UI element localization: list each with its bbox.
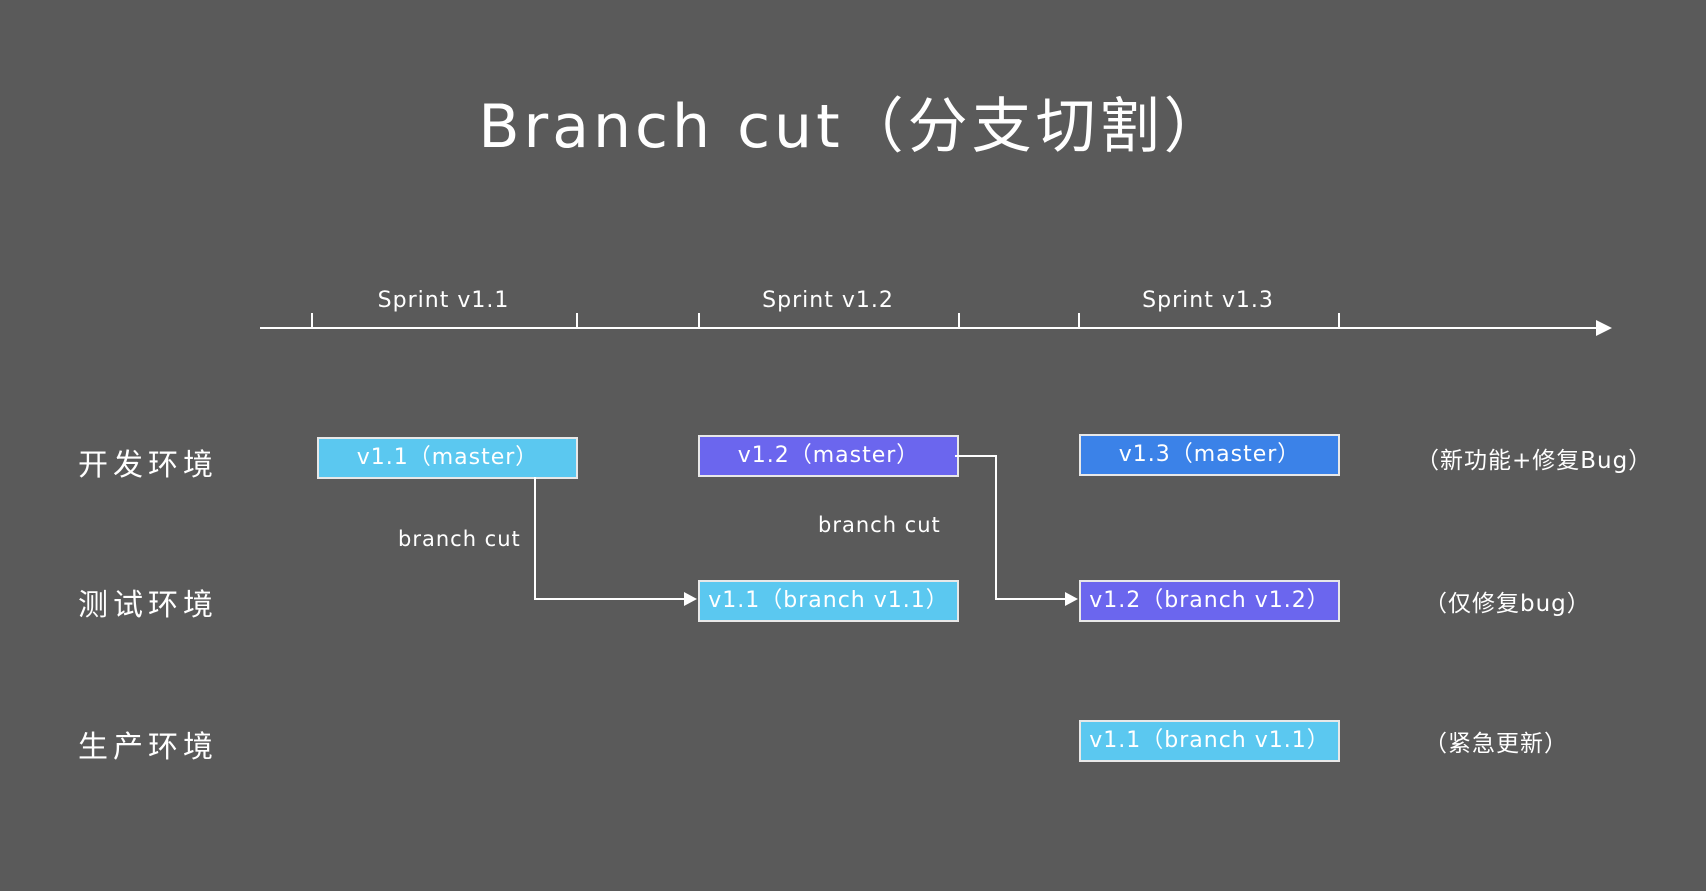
- annotation-test: （仅修复bug）: [1424, 591, 1591, 617]
- timeline-tick-4: [1078, 313, 1080, 328]
- sprint-label-v13: Sprint v1.3: [1142, 288, 1274, 313]
- box-test-v11[interactable]: v1.1（branch v1.1）: [698, 580, 959, 622]
- box-test-v12[interactable]: v1.2（branch v1.2）: [1079, 580, 1340, 622]
- connector-2-label: branch cut: [818, 513, 941, 537]
- box-prod-v11[interactable]: v1.1（branch v1.1）: [1079, 720, 1340, 762]
- timeline-tick-3: [958, 313, 960, 328]
- sprint-label-v11: Sprint v1.1: [377, 288, 510, 313]
- connector-2-vertical: [995, 455, 997, 598]
- timeline-arrow-head: [1596, 320, 1612, 336]
- timeline-axis: [260, 327, 1600, 329]
- connector-1-vertical: [534, 477, 536, 598]
- connector-1-horizontal: [534, 598, 684, 600]
- sprint-label-v12: Sprint v1.2: [762, 288, 894, 313]
- timeline-tick-1: [576, 313, 578, 328]
- row-label-prod: 生产环境: [78, 730, 218, 765]
- page-title: Branch cut（分支切割）: [478, 92, 1228, 162]
- row-label-dev: 开发环境: [78, 448, 218, 483]
- connector-2-arrow-head: [1065, 592, 1078, 606]
- connector-1-arrow-head: [684, 592, 697, 606]
- timeline-tick-0: [311, 313, 313, 328]
- annotation-prod: （紧急更新）: [1424, 731, 1568, 757]
- annotation-dev: （新功能+修复Bug）: [1416, 448, 1653, 474]
- box-dev-v12[interactable]: v1.2（master）: [698, 435, 959, 477]
- box-dev-v13[interactable]: v1.3（master）: [1079, 434, 1340, 476]
- box-dev-v11[interactable]: v1.1（master）: [317, 437, 578, 479]
- timeline-tick-2: [698, 313, 700, 328]
- row-label-test: 测试环境: [78, 588, 218, 623]
- connector-2-horizontal-bottom: [995, 598, 1065, 600]
- timeline-tick-5: [1338, 313, 1340, 328]
- connector-2-horizontal-top: [955, 455, 996, 457]
- connector-1-label: branch cut: [398, 527, 521, 551]
